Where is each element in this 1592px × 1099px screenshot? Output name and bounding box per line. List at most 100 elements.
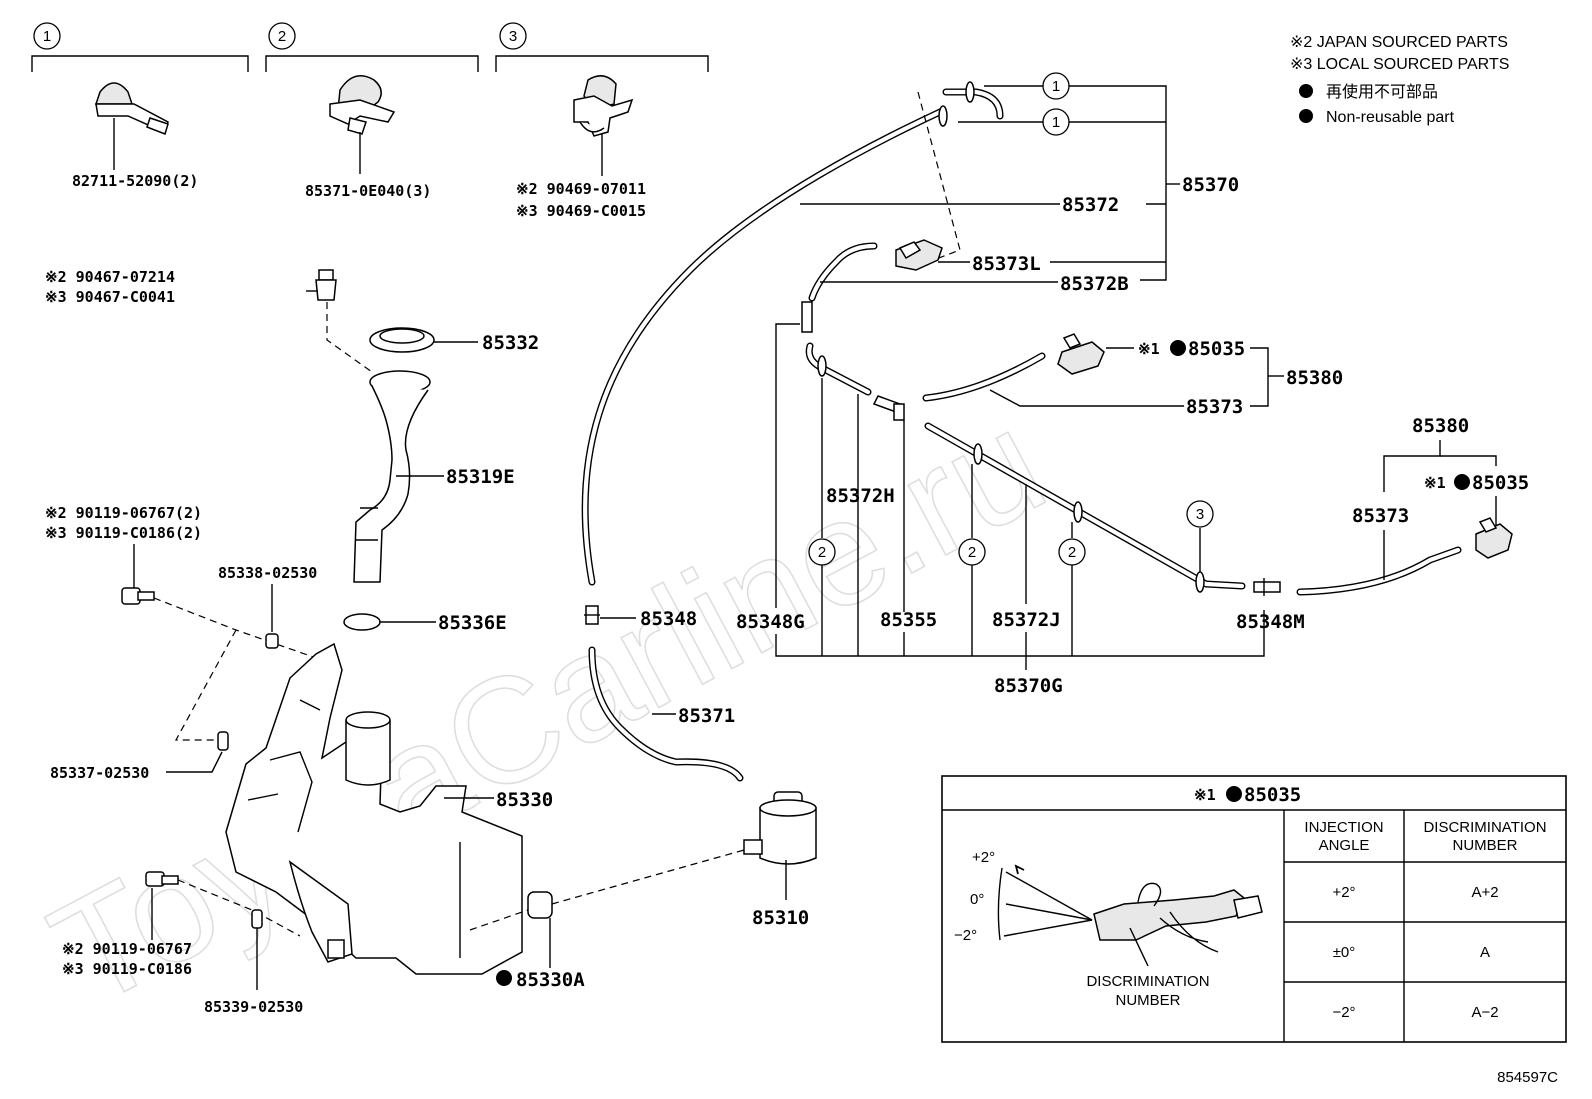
clip-ring-icon xyxy=(817,355,827,377)
part-85371-label: 85371 xyxy=(678,705,735,727)
joint-85348g-icon xyxy=(801,301,813,333)
part-85373-label: 85373 xyxy=(1186,396,1243,418)
part-85373l-label: 85373L xyxy=(972,253,1041,275)
note-non-reusable-jp: 再使用不可部品 xyxy=(1326,83,1438,101)
header-injection-line1: INJECTION xyxy=(1304,819,1383,836)
joint-85355-icon xyxy=(872,395,905,421)
part-85338-label: 85338-02530 xyxy=(218,564,317,582)
callout-3-marker xyxy=(1186,500,1214,528)
legend-notes: ※2 JAPAN SOURCED PARTS ※3 LOCAL SOURCED … xyxy=(1290,34,1509,126)
inset-1-marker xyxy=(33,22,61,50)
inset-3-num: 3 xyxy=(509,28,517,45)
inset-2: 2 85371-0E040(3) xyxy=(265,22,479,200)
part-90469-c0015-label: ※3 90469-C0015 xyxy=(516,202,646,220)
inset-2-marker xyxy=(268,22,296,50)
inset-3-marker xyxy=(499,22,527,50)
filler-neck-85319e-icon xyxy=(353,370,431,583)
callout-1-num: 1 xyxy=(1052,114,1060,131)
bolt-icon xyxy=(121,587,155,605)
part-85348m-label: 85348M xyxy=(1236,611,1305,633)
nozzle-85373l-icon xyxy=(895,239,943,271)
angle-mark-minus2: −2° xyxy=(954,927,977,944)
caption-discrimination: DISCRIMINATION xyxy=(1086,973,1209,990)
clip-ring-icon xyxy=(973,443,983,465)
angle-mark-plus2: +2° xyxy=(972,849,995,866)
part-85337-label: 85337-02530 xyxy=(50,764,149,782)
part-85336e-label: 85336E xyxy=(438,612,507,634)
clip-ring-icon xyxy=(1073,501,1083,523)
part-85370g-label: 85370G xyxy=(994,675,1063,697)
clip-ring-icon xyxy=(1195,571,1205,593)
row-1-angle: +2° xyxy=(1332,884,1355,901)
joint-85348-icon xyxy=(584,605,600,625)
nozzle-spec-table: ※1 85035 INJECTION ANGLE DISCRIMINATION … xyxy=(941,775,1567,1043)
part-85373-r-label: 85373 xyxy=(1352,505,1409,527)
part-82711-label: 82711-52090(2) xyxy=(72,172,198,190)
nozzle-85035-icon xyxy=(1057,333,1105,375)
note-non-reusable-en: Non-reusable part xyxy=(1326,109,1455,126)
part-90119-06767-label: ※2 90119-06767 xyxy=(62,940,192,958)
table-title-part: 85035 xyxy=(1244,784,1301,806)
part-85372b-label: 85372B xyxy=(1060,273,1129,295)
part-90119-c0186-label: ※3 90119-C0186 xyxy=(62,960,192,978)
washer-tank-85330-icon xyxy=(225,642,523,975)
clip-ring-icon xyxy=(965,81,975,103)
part-90119-c0186-2-label: ※3 90119-C0186(2) xyxy=(45,524,202,542)
callout-1-num: 1 xyxy=(1052,78,1060,95)
caption-number: NUMBER xyxy=(1115,992,1180,1009)
callout-2-num: 2 xyxy=(818,544,826,561)
nozzle-85035-icon xyxy=(1475,517,1513,559)
callout-3-num: 3 xyxy=(1196,506,1204,523)
part-85372-label: 85372 xyxy=(1062,194,1119,216)
part-85348g-label: 85348G xyxy=(736,611,805,633)
part-85332-label: 85332 xyxy=(482,332,539,354)
part-85372j-label: 85372J xyxy=(992,609,1061,631)
inset-3: 3 ※2 90469-07011 ※3 90469-C0015 xyxy=(495,22,709,220)
non-reusable-dot-icon xyxy=(1299,109,1313,123)
joint-85348m-icon xyxy=(1253,578,1281,596)
grommet-85337-icon xyxy=(217,731,229,751)
grommet-85330a-icon xyxy=(527,891,553,919)
inset-1-num: 1 xyxy=(43,28,51,45)
part-90467-c0041-label: ※3 90467-C0041 xyxy=(45,288,175,306)
non-reusable-dot-icon xyxy=(1454,474,1470,490)
note-japan-sourced: ※2 JAPAN SOURCED PARTS xyxy=(1290,34,1508,51)
row-3-angle: −2° xyxy=(1332,1004,1355,1021)
part-85372h-label: 85372H xyxy=(826,485,895,507)
part-85370-label: 85370 xyxy=(1182,174,1239,196)
inset-1: 1 82711-52090(2) xyxy=(31,22,249,190)
part-85348-label: 85348 xyxy=(640,608,697,630)
row-3-number: A−2 xyxy=(1471,1004,1498,1021)
part-85330a-label: 85330A xyxy=(516,969,585,991)
part-85330-label: 85330 xyxy=(496,789,553,811)
table-title-mark: ※1 xyxy=(1194,786,1216,804)
header-injection-line2: ANGLE xyxy=(1319,837,1370,854)
part-85319e-label: 85319E xyxy=(446,466,515,488)
part-85380-r-label: 85380 xyxy=(1412,415,1469,437)
part-85310-label: 85310 xyxy=(752,907,809,929)
cap-85332-icon xyxy=(369,327,435,353)
injection-angle-illustration: +2° 0° −2° DISCRIMINATION NUMBER xyxy=(954,849,1263,1009)
callout-2-num: 2 xyxy=(1068,544,1076,561)
note-local-sourced: ※3 LOCAL SOURCED PARTS xyxy=(1290,56,1509,73)
grommet-85338-icon xyxy=(265,633,279,649)
part-85035-r-label: 85035 xyxy=(1472,472,1529,494)
part-90119-06767-2-label: ※2 90119-06767(2) xyxy=(45,504,202,522)
part-85380-label: 85380 xyxy=(1286,367,1343,389)
tank-drain-icon xyxy=(327,939,345,959)
part-85339-label: 85339-02530 xyxy=(204,998,303,1016)
inset-2-num: 2 xyxy=(278,28,286,45)
part-85371-0e040-label: 85371-0E040(3) xyxy=(305,182,431,200)
clip-90467-icon xyxy=(306,269,337,301)
part-90469-07011-label: ※2 90469-07011 xyxy=(516,180,646,198)
part-85035-r-mark: ※1 xyxy=(1424,474,1446,492)
clip-ring-icon xyxy=(938,105,948,127)
callout-2-num: 2 xyxy=(968,544,976,561)
angle-mark-0: 0° xyxy=(970,891,984,908)
non-reusable-dot-icon xyxy=(1226,786,1242,802)
row-1-number: A+2 xyxy=(1471,884,1498,901)
header-discrimination-line1: DISCRIMINATION xyxy=(1423,819,1546,836)
part-85035-label: 85035 xyxy=(1188,338,1245,360)
clamp-90469-icon xyxy=(573,75,634,176)
